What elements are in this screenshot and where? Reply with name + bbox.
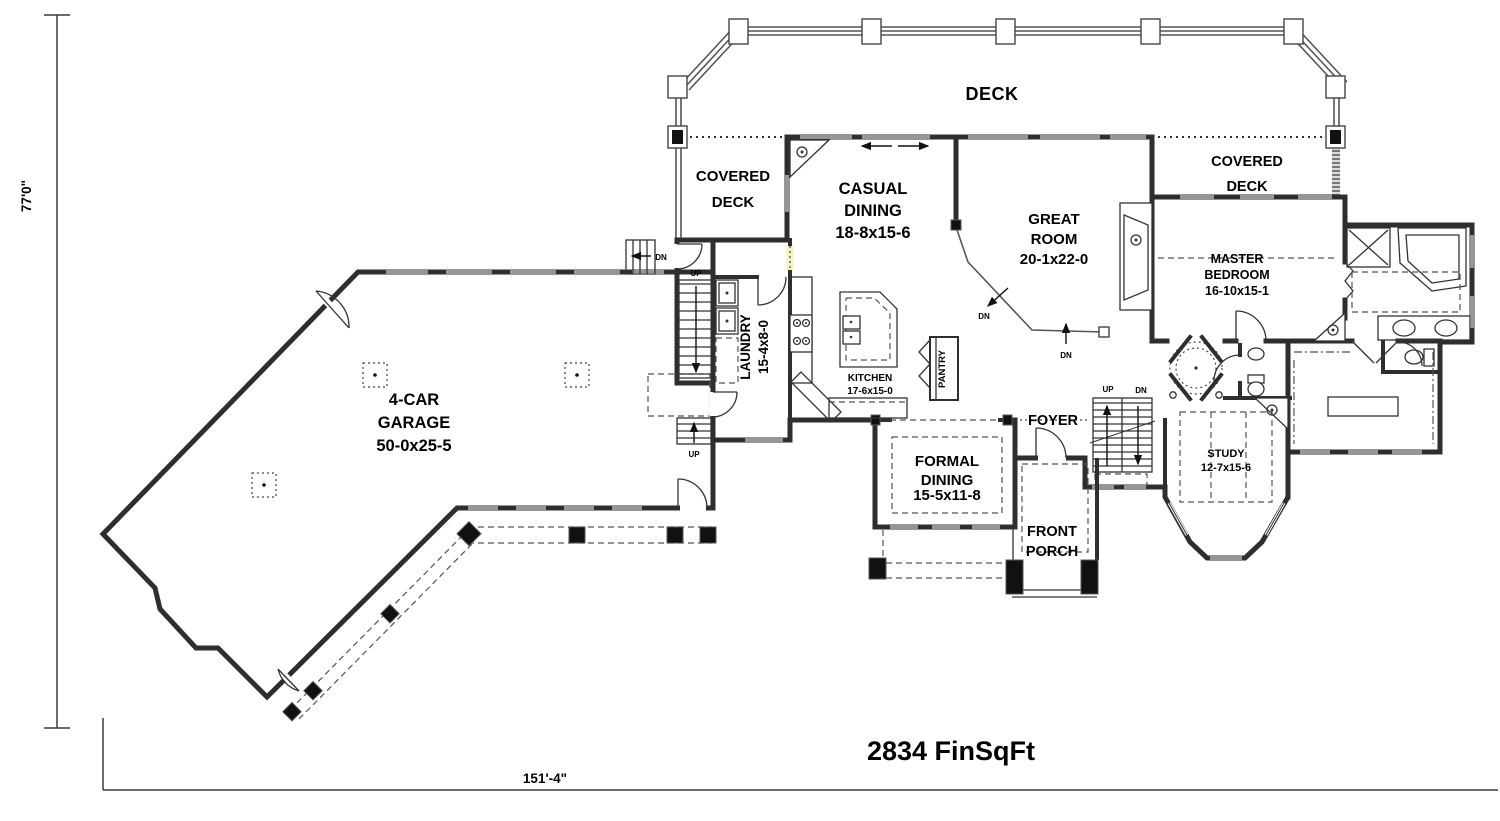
up-marker-back-stair: UP bbox=[690, 269, 702, 278]
pantry-closet bbox=[918, 336, 959, 401]
porch-column bbox=[1080, 559, 1099, 595]
deck-corner-post bbox=[1325, 75, 1346, 99]
dining-tray-ceiling bbox=[891, 436, 1003, 514]
rear-walkway bbox=[282, 506, 717, 722]
deck-post bbox=[995, 18, 1016, 45]
laundry-label: LAUNDRY bbox=[738, 314, 753, 380]
covered-deck-right-label-1: COVERED bbox=[1211, 154, 1283, 170]
casual-dining-label-1: CASUAL bbox=[839, 180, 908, 198]
walkway-post bbox=[699, 526, 717, 544]
kitchen-label: KITCHEN bbox=[848, 373, 892, 384]
walkway-post bbox=[568, 526, 586, 544]
great-room-step-rail bbox=[950, 219, 1110, 344]
walkway-post bbox=[303, 680, 323, 701]
interior-walls bbox=[710, 134, 1443, 500]
main-stairs bbox=[1089, 397, 1156, 486]
dimension-annotations: 77'0" 151'-4" 2834 FinSqFt bbox=[19, 14, 1498, 791]
great-room-label-1: GREAT bbox=[1028, 211, 1079, 228]
room-labels: DECK COVERED DECK COVERED DECK CASUAL DI… bbox=[376, 84, 1282, 560]
powder-room bbox=[1213, 347, 1265, 397]
up-marker-main-stair: UP bbox=[1102, 385, 1114, 394]
master-bedroom-door bbox=[1235, 310, 1267, 342]
casual-dining-dims: 18-8x15-6 bbox=[835, 224, 910, 242]
study-ceiling bbox=[1179, 411, 1273, 503]
casual-dining-label-2: DINING bbox=[844, 202, 902, 220]
garage-column-marker bbox=[251, 362, 590, 498]
garage-man-door bbox=[275, 666, 302, 693]
garage-porch-door bbox=[677, 478, 708, 512]
study-dims: 12-7x15-6 bbox=[1201, 462, 1251, 474]
laundry-dims: 15-4x8-0 bbox=[756, 320, 771, 374]
deck-post bbox=[728, 18, 749, 45]
walk-in-closet bbox=[1293, 340, 1434, 444]
porch-column bbox=[1005, 559, 1024, 595]
walkway-post bbox=[666, 526, 684, 544]
formal-dining-label-1: FORMAL bbox=[915, 453, 979, 470]
covered-deck-right-label-2: DECK bbox=[1226, 179, 1268, 195]
garage-label-1: 4-CAR bbox=[389, 391, 440, 409]
garage-label-2: GARAGE bbox=[378, 414, 450, 432]
casual-dining-corner-fireplace bbox=[789, 139, 831, 179]
master-bedroom-label-1: MASTER bbox=[1211, 252, 1264, 266]
formal-dining-dims: 15-5x11-8 bbox=[913, 487, 981, 504]
deck-house-post bbox=[667, 125, 688, 149]
garage bbox=[99, 269, 716, 701]
deck-railing bbox=[667, 18, 1348, 240]
study-label: STUDY bbox=[1207, 448, 1245, 460]
laundry-door bbox=[757, 276, 787, 306]
house-body bbox=[625, 134, 1475, 598]
deck-house-post bbox=[1325, 125, 1346, 149]
deck-mud-door bbox=[673, 243, 703, 270]
width-dimension: 151'-4" bbox=[523, 771, 567, 786]
deck-corner-post bbox=[667, 75, 688, 99]
covered-deck-left-label-2: DECK bbox=[712, 194, 755, 211]
total-area-label: 2834 FinSqFt bbox=[867, 736, 1035, 766]
front-door bbox=[1035, 427, 1067, 462]
water-closet bbox=[1397, 341, 1435, 367]
master-bath bbox=[1346, 227, 1471, 341]
covered-deck-left-label-1: COVERED bbox=[696, 168, 770, 185]
dn-marker-deck-stair: DN bbox=[655, 253, 667, 262]
foyer-label: FOYER bbox=[1028, 413, 1078, 429]
dn-marker-great-room-2: DN bbox=[1060, 351, 1072, 360]
front-porch-structure bbox=[868, 458, 1099, 598]
direction-markers: UP UP UP DN DN DN DN bbox=[655, 253, 1147, 459]
rotunda bbox=[1168, 334, 1224, 402]
master-corner-fireplace bbox=[1312, 311, 1346, 342]
front-porch-label-1: FRONT bbox=[1027, 524, 1077, 540]
deck-post bbox=[1140, 18, 1161, 45]
laundry-fixtures bbox=[715, 279, 739, 384]
deck-exterior-stair bbox=[625, 239, 656, 275]
deck-label: DECK bbox=[965, 84, 1018, 104]
kitchen-fixtures bbox=[789, 276, 908, 423]
up-marker-stoop: UP bbox=[688, 450, 700, 459]
pantry-label: PANTRY bbox=[937, 349, 948, 388]
bath-bifold-door bbox=[1344, 261, 1354, 301]
master-bedroom-label-2: BEDROOM bbox=[1204, 268, 1269, 282]
dn-marker-main-stair: DN bbox=[1135, 386, 1147, 395]
great-room-dims: 20-1x22-0 bbox=[1020, 251, 1088, 268]
laundry-stoop-door bbox=[709, 391, 738, 418]
formal-dining-label-2: DINING bbox=[921, 472, 974, 489]
dn-marker-great-room-1: DN bbox=[978, 312, 990, 321]
garage-stoop-steps bbox=[676, 417, 712, 445]
garage-back-stair bbox=[678, 279, 713, 379]
porch-column bbox=[868, 557, 887, 580]
walkway-post bbox=[380, 603, 400, 624]
garage-dims: 50-0x25-5 bbox=[376, 437, 451, 455]
front-porch-label-2: PORCH bbox=[1026, 544, 1078, 560]
walkway-post bbox=[282, 701, 302, 722]
master-bedroom-dims: 16-10x15-1 bbox=[1205, 284, 1269, 298]
deck-post bbox=[861, 18, 882, 45]
kitchen-dims: 17-6x15-0 bbox=[847, 386, 893, 397]
deck-post bbox=[1283, 18, 1304, 45]
great-room-fireplace bbox=[1119, 202, 1153, 311]
garage-side-door bbox=[313, 287, 353, 330]
walkway-post bbox=[456, 520, 482, 547]
windows bbox=[745, 135, 1474, 560]
height-dimension: 77'0" bbox=[19, 180, 34, 212]
great-room-label-2: ROOM bbox=[1031, 231, 1078, 248]
